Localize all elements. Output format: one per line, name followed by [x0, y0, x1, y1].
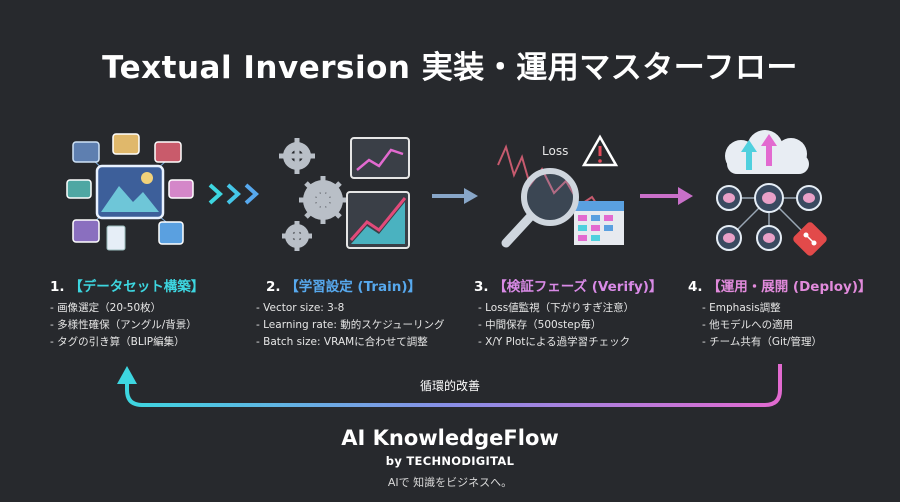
list-item: Vector size: 3-8 [256, 300, 445, 317]
step-3-bullets: Loss値監視（下がりすぎ注意） 中間保存（500step毎） X/Y Plot… [478, 300, 634, 351]
list-item: 他モデルへの適用 [702, 317, 822, 334]
page-title: Textual Inversion 実装・運用マスターフロー [102, 50, 798, 86]
brand-tagline: AIで 知識をビジネスへ。 [387, 476, 513, 489]
list-item: Loss値監視（下がりすぎ注意） [478, 300, 634, 317]
step-1-label: 【データセット構築】 [69, 279, 205, 295]
gears-chart-icon [279, 137, 410, 251]
list-item: 中間保存（500step毎） [478, 317, 634, 334]
list-item: 画像選定（20-50枚） [50, 300, 197, 317]
list-item: 多様性確保（アングル/背景） [50, 317, 197, 334]
step-2-label: 【学習設定 (Train)】 [285, 279, 422, 295]
list-item: タグの引き算（BLIP編集） [50, 334, 197, 351]
step-4-title: 4. 【運用・展開 (Deploy)】 [688, 279, 872, 295]
step-4-bullets: Emphasis調整 他モデルへの適用 チーム共有（Git/管理） [702, 300, 822, 351]
list-item: Learning rate: 動的スケジューリング [256, 317, 444, 334]
arrow-right-pink-icon [640, 187, 693, 205]
brand-byline: by TECHNODIGITAL [385, 454, 515, 468]
step-2-title: 2. 【学習設定 (Train)】 [266, 279, 422, 295]
dataset-images-icon [66, 133, 194, 251]
step-3-title: 3. 【検証フェーズ (Verify)】 [474, 279, 663, 295]
arrow-right-icon [432, 188, 478, 204]
loop-label: 循環的改善 [419, 379, 480, 393]
cloud-network-icon [716, 130, 827, 256]
list-item: チーム共有（Git/管理） [702, 334, 822, 351]
list-item: Batch size: VRAMに合わせて調整 [256, 334, 445, 351]
step-1-title: 1. 【データセット構築】 [50, 279, 205, 295]
list-item: Emphasis調整 [702, 300, 822, 317]
loss-label: Loss [542, 144, 568, 158]
loss-magnifier-icon: Loss [497, 134, 624, 248]
step-2-bullets: Vector size: 3-8 Learning rate: 動的スケジューリ… [256, 300, 445, 351]
arrow-chevrons-icon [208, 183, 259, 205]
step-3-label: 【検証フェーズ (Verify)】 [493, 279, 663, 295]
brand-name: AI KnowledgeFlow [341, 426, 559, 450]
step-4-label: 【運用・展開 (Deploy)】 [707, 279, 872, 295]
step-1-bullets: 画像選定（20-50枚） 多様性確保（アングル/背景） タグの引き算（BLIP編… [50, 300, 197, 351]
list-item: X/Y Plotによる過学習チェック [478, 334, 634, 351]
